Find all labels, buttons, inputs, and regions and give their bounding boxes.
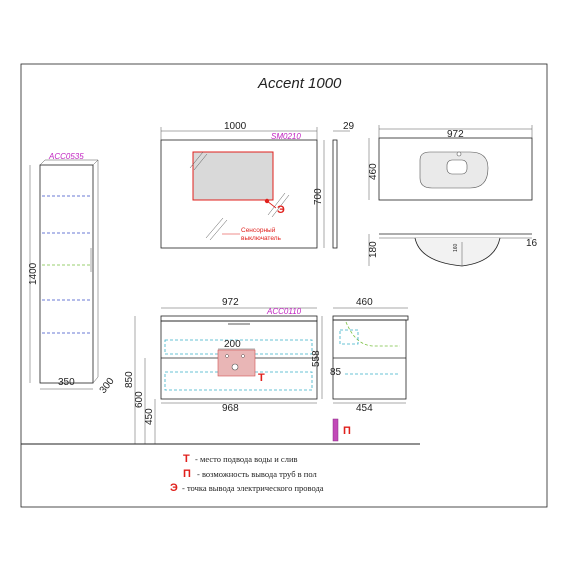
cabinet-depth-edge xyxy=(92,376,99,384)
vanity-width-top-dimension: 972 xyxy=(222,297,239,308)
legend: Т - место подвода воды и слив П - возмож… xyxy=(170,453,324,494)
legend-text-e: - точка вывода электрического провода xyxy=(182,483,324,493)
vanity-side-drawer xyxy=(339,329,359,345)
cabinet-outline xyxy=(39,164,94,384)
sink-profile-view: 160 180 16 xyxy=(368,233,538,267)
sink-width-dimension: 972 xyxy=(447,129,464,140)
vanity-top-slab xyxy=(160,315,318,322)
cabinet-depth-dimension: 300 xyxy=(98,376,117,396)
drain-icon xyxy=(231,363,239,371)
legend-text-p: - возможность вывода труб в пол xyxy=(197,469,317,479)
marker-e-label: Э xyxy=(277,204,285,216)
mirror-reflection-line xyxy=(271,194,290,218)
sensor-label-line1: Сенсорный xyxy=(241,226,276,234)
legend-symbol-p: П xyxy=(183,468,191,480)
mirror-depth-dimension: 29 xyxy=(343,121,355,132)
vanity-600-dimension: 600 xyxy=(134,391,145,408)
cabinet-depth-edge xyxy=(39,159,46,166)
mirror-reflection-line xyxy=(205,217,224,239)
mirror-outline xyxy=(160,139,318,249)
vanity-body xyxy=(160,320,318,400)
drawing-frame xyxy=(20,63,548,508)
tall-cabinet-view: ACC0535 1400 350 300 xyxy=(28,152,117,396)
mirror-height-dimension: 700 xyxy=(313,188,324,205)
vanity-width-bottom-dimension: 968 xyxy=(222,403,239,414)
sink-depth-dimension: 460 xyxy=(368,163,379,180)
marker-p-label: П xyxy=(343,425,351,437)
vanity-inner-drawer xyxy=(164,371,313,391)
sink-top-view: 972 460 xyxy=(368,125,533,201)
sink-profile-height-dimension: 180 xyxy=(368,241,379,258)
sink-rim-dimension: 16 xyxy=(526,238,538,249)
water-inlet-icon xyxy=(225,354,229,358)
vanity-side-body xyxy=(332,319,407,400)
vanity-450-dimension: 450 xyxy=(144,408,155,425)
floor-pipe-icon xyxy=(332,418,339,442)
water-inlet-icon xyxy=(241,354,245,358)
vanity-side-view: 460 454 85 П xyxy=(330,297,409,442)
mirror-side-view: 29 700 xyxy=(313,121,355,249)
cabinet-code: ACC0535 xyxy=(48,152,84,161)
mirror-reflection-line xyxy=(209,219,228,241)
vanity-side-bowl xyxy=(345,321,400,347)
mirror-reflection-line xyxy=(193,153,208,171)
plumbing-zone xyxy=(217,349,256,377)
vanity-side-top xyxy=(332,315,409,321)
sink-inner-dimension: 160 xyxy=(453,243,459,252)
vanity-inner-drawer xyxy=(164,339,313,355)
vanity-850-dimension: 850 xyxy=(124,371,135,388)
mirror-screen xyxy=(192,151,274,201)
cabinet-depth-edge xyxy=(92,159,99,166)
faucet-hole-icon xyxy=(456,151,462,157)
electric-point-leader xyxy=(266,200,277,209)
cabinet-height-dimension: 1400 xyxy=(28,262,39,285)
side-depth-bottom-dimension: 454 xyxy=(356,403,373,414)
legend-text-t: - место подвода воды и слив xyxy=(195,454,298,464)
cabinet-width-dimension: 350 xyxy=(58,377,75,388)
vanity-front-view: 200 Т 972 ACC0110 968 558 850 600 450 xyxy=(124,297,323,444)
mirror-reflection-line xyxy=(267,192,286,216)
side-depth-top-dimension: 460 xyxy=(356,297,373,308)
vanity-height-dimension: 558 xyxy=(311,350,322,367)
vanity-inner-width-dimension: 200 xyxy=(224,339,241,350)
marker-t-label: Т xyxy=(258,372,265,384)
side-85-dimension: 85 xyxy=(330,367,342,378)
mirror-width-dimension: 1000 xyxy=(224,121,247,132)
mirror-code: SM0210 xyxy=(271,132,301,141)
drawing-title: Accent 1000 xyxy=(257,75,342,92)
sink-drain xyxy=(446,159,468,175)
vanity-code: ACC0110 xyxy=(266,307,302,316)
mirror-front-view: Э Сенсорный выключатель 1000 SM0210 xyxy=(160,121,318,249)
mirror-side-outline xyxy=(332,139,338,249)
sink-outline xyxy=(378,137,533,201)
legend-symbol-e: Э xyxy=(170,482,178,494)
sensor-label-line2: выключатель xyxy=(241,235,282,242)
mirror-reflection-line xyxy=(189,151,204,169)
legend-symbol-t: Т xyxy=(183,453,190,465)
